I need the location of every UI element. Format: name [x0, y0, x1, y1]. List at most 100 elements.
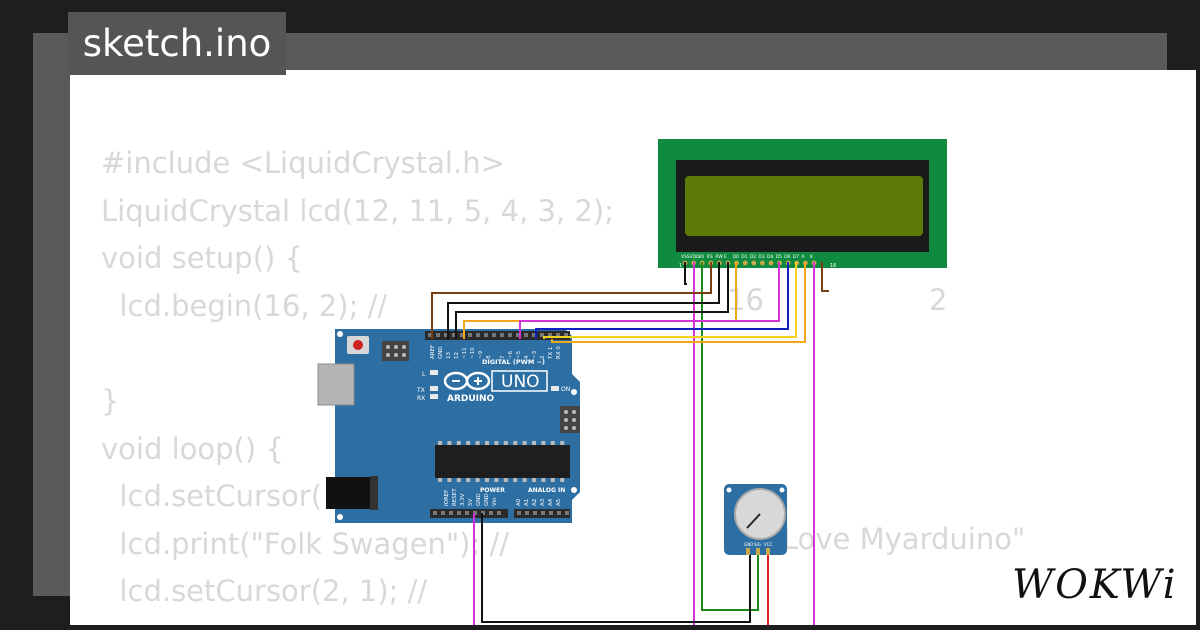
- lcd-pin-label: D6: [784, 254, 790, 260]
- digital-pin-label: ~6: [508, 350, 514, 359]
- power-pin-label: 5V: [468, 499, 474, 506]
- arduino-brand: ARDUINO: [447, 394, 495, 404]
- lcd-pin[interactable]: [768, 260, 774, 266]
- atmega-chip: [435, 445, 570, 478]
- power-pin-label: GND: [476, 493, 482, 506]
- lcd-pin-label: RS: [707, 254, 713, 260]
- digital-pin-label: 2: [540, 356, 546, 360]
- power-pin-label: 3.3V: [460, 493, 466, 506]
- digital-pin-label: RX 0: [556, 346, 562, 359]
- lcd-pin-label: D0: [733, 254, 739, 260]
- code-fragment-message: Love Myarduino": [782, 522, 1026, 556]
- pot-pin[interactable]: [766, 548, 770, 555]
- wokwi-logo: WOKWi: [1012, 562, 1178, 608]
- analog-label: ANALOG IN: [528, 487, 565, 494]
- power-pin-label: GND: [484, 493, 490, 506]
- lcd-pin-label: A: [801, 254, 805, 260]
- pot-pin-label: SIG: [754, 542, 761, 547]
- digital-pin-label: TX 1: [548, 347, 554, 360]
- lcd-pin-label: D4: [767, 254, 773, 260]
- lcd-pin[interactable]: [742, 260, 748, 266]
- led-l: [430, 370, 438, 375]
- wire-rs: [431, 262, 712, 339]
- digital-pin-label: 4: [524, 355, 530, 359]
- led-l-label: L: [422, 371, 426, 378]
- power-pin-label: A3: [540, 498, 546, 506]
- lcd-pin-label: D1: [741, 254, 747, 260]
- power-pin-label: A2: [532, 499, 538, 506]
- lcd-pin-label: K: [810, 254, 814, 260]
- code-line: #include <LiquidCrystal.h>: [101, 146, 505, 180]
- icsp-header-top: [382, 341, 409, 361]
- power-pin-label: IOREF: [444, 490, 450, 506]
- wire-k: [821, 262, 829, 292]
- lcd-pin-last: 16: [830, 263, 836, 269]
- reset-button-cap: [353, 340, 363, 350]
- lcd-screen: [685, 176, 923, 236]
- lcd-pin-label: RW: [715, 254, 723, 260]
- pot-pin-label: GND: [744, 542, 753, 547]
- led-tx: [430, 386, 438, 391]
- wire-d4: [519, 262, 780, 339]
- digital-pin-label: GND: [438, 346, 444, 359]
- power-label: POWER: [480, 487, 505, 494]
- code-fragment-cols: 16: [727, 283, 764, 317]
- usb-port: [317, 363, 355, 406]
- lcd-pin-label: D7: [793, 254, 799, 260]
- lcd-pin[interactable]: [751, 260, 757, 266]
- lcd-pin-label: D5: [776, 254, 782, 260]
- digital-pin-label: ~3: [532, 350, 538, 359]
- wire-en: [463, 262, 737, 339]
- code-line: lcd.begin(16, 2); //: [101, 288, 388, 323]
- power-pin-label: A4: [548, 498, 554, 506]
- power-pin-label: A1: [524, 499, 530, 506]
- digital-pin-label: 8: [486, 355, 492, 359]
- pot-pin[interactable]: [746, 548, 750, 555]
- wire-d7: [551, 262, 806, 343]
- lcd-pin[interactable]: [760, 260, 765, 266]
- code-line: lcd.print("Folk Swagen"); //: [101, 526, 510, 561]
- code-background: #include <LiquidCrystal.h> LiquidCrystal …: [101, 140, 614, 616]
- digital-pin-label: 12: [454, 352, 460, 359]
- code-line: LiquidCrystal lcd(12, 11, 5, 4, 3, 2);: [101, 193, 614, 228]
- digital-label: DIGITAL (PWM ~): [482, 358, 545, 366]
- lcd-pin-first: 1: [679, 263, 682, 269]
- digital-pin-label: 13: [446, 352, 452, 359]
- lcd-pin-label: E: [724, 254, 727, 260]
- led-tx-label: TX: [416, 387, 425, 394]
- file-tab[interactable]: sketch.ino: [68, 12, 286, 75]
- wire-gnd: [481, 513, 751, 623]
- led-rx-label: RX: [417, 395, 425, 402]
- digital-pin-label: ~9: [478, 350, 484, 359]
- code-fragment-rows: 2: [929, 283, 948, 317]
- digital-header: [425, 331, 570, 340]
- power-jack: [326, 477, 376, 509]
- code-line: lcd.setCursor(: [101, 479, 323, 514]
- lcd-pin-label: VDD: [690, 254, 701, 260]
- icsp-header-right: [560, 406, 580, 433]
- code-line: void setup() {: [101, 241, 303, 276]
- wire-vss: [684, 262, 687, 285]
- lcd-pin-label: D3: [758, 254, 764, 260]
- lcd-pin-label: V0: [698, 254, 704, 260]
- wire-d5: [535, 262, 789, 339]
- arduino-logo: [443, 371, 491, 391]
- code-line: void loop() {: [101, 431, 284, 466]
- led-on: [551, 386, 559, 391]
- digital-pin-label: ~11: [462, 347, 468, 359]
- code-line: }: [101, 383, 120, 418]
- power-pin-label: Vin: [492, 497, 498, 506]
- pot-pin[interactable]: [756, 548, 760, 555]
- wires: [431, 262, 829, 625]
- digital-pin-label: AREF: [430, 345, 436, 359]
- code-line: lcd.setCursor(2, 1); //: [101, 574, 428, 609]
- power-pin-label: A0: [516, 498, 522, 506]
- lcd-pin-label: D2: [750, 254, 756, 260]
- wire-d6: [543, 262, 797, 339]
- power-pin-label: A5: [556, 498, 562, 506]
- power-pin-label: RESET: [452, 488, 458, 506]
